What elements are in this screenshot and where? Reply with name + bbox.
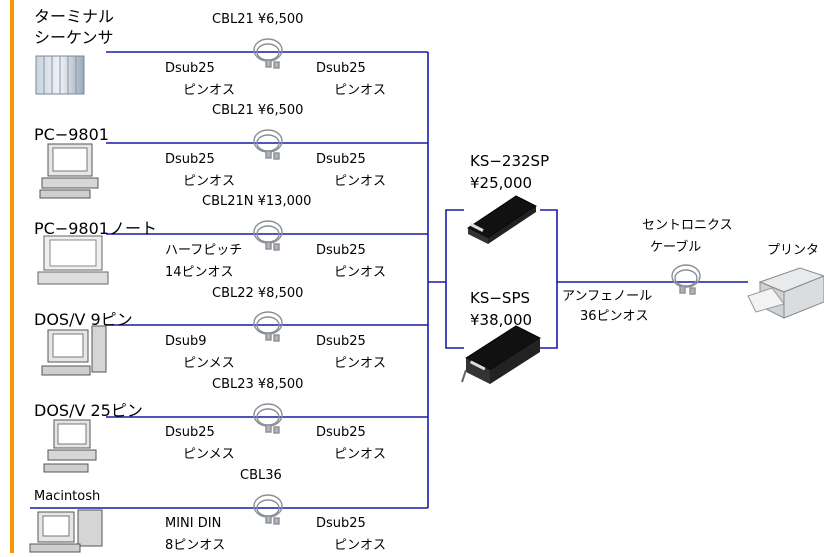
connector-line: Dsub25 [316, 243, 366, 258]
right-connector-label: Dsub25 ピンオス [316, 513, 386, 557]
connector-line: MINI DIN [165, 516, 222, 531]
centronics-cable-coil-icon [671, 264, 701, 295]
left-device-bracket [445, 209, 464, 349]
connector-line: 36ピンオス [580, 309, 649, 324]
connector-line: アンフェノール [562, 289, 653, 304]
notebook-pc-icon [37, 235, 109, 285]
printer-label: プリンタ [767, 243, 820, 258]
left-connector-label: Dsub25 ピンオス [165, 149, 235, 193]
serial-printer-server-icon [467, 195, 537, 244]
host-name: Macintosh [34, 489, 101, 504]
right-connector-label: Dsub25 ピンオス [316, 331, 386, 375]
cable-coil-icon [253, 129, 283, 160]
cable-label: CBL22 ¥8,500 [212, 286, 304, 301]
connector-line: ピンオス [334, 83, 387, 98]
output-connector-label: アンフェノール 36ピンオス [562, 287, 652, 327]
host-name: DOS/V 9ピン [34, 310, 133, 329]
connector-line: ピンオス [334, 174, 387, 189]
printer-server-icon [461, 325, 542, 384]
connector-line: ピンオス [183, 174, 236, 189]
connector-line: Dsub25 [316, 334, 366, 349]
right-connector-label: Dsub25 ピンオス [316, 240, 386, 284]
cable-coil-icon [253, 311, 283, 342]
host-name-line: ターミナル [34, 7, 115, 26]
left-connector-label: Dsub25 ピンメス [165, 422, 235, 466]
connector-line: ピンメス [183, 447, 235, 462]
device-name: KS−SPS [470, 289, 531, 307]
device-label: KS−232SP ¥25,000 [470, 150, 549, 194]
device-price: ¥38,000 [470, 311, 533, 329]
left-accent-bar [10, 0, 14, 553]
device-label: KS−SPS ¥38,000 [470, 287, 532, 331]
connector-line: Dsub25 [316, 61, 366, 76]
device-name: KS−232SP [470, 152, 550, 170]
right-connector-label: Dsub25 ピンオス [316, 149, 386, 193]
connector-line: ハーフピッチ [165, 243, 243, 258]
connector-line: ピンオス [334, 265, 387, 280]
desktop-pc-icon [39, 143, 99, 199]
cable-coil-icon [253, 494, 283, 525]
host-name: DOS/V 25ピン [34, 401, 143, 420]
connector-line: Dsub25 [316, 152, 366, 167]
desktop-pc-icon [43, 419, 97, 473]
left-connector-label: Dsub9 ピンメス [165, 331, 235, 375]
cable-label: CBL23 ¥8,500 [212, 377, 304, 392]
centronics-cable-label: セントロニクス ケーブル [642, 215, 733, 259]
connector-line: ピンオス [334, 356, 387, 371]
host-name: ターミナル シーケンサ [34, 6, 114, 48]
cable-label: CBL21 ¥6,500 [212, 12, 304, 27]
left-connector-label: MINI DIN 8ピンオス [165, 513, 225, 557]
connector-line: ピンオス [183, 83, 236, 98]
connector-line: Dsub9 [165, 334, 207, 349]
connector-line: ピンオス [334, 447, 387, 462]
connector-line: Dsub25 [165, 61, 215, 76]
connector-line: Dsub25 [165, 425, 215, 440]
cable-coil-icon [253, 38, 283, 69]
device-price: ¥25,000 [470, 174, 533, 192]
cable-label: CBL21N ¥13,000 [202, 194, 312, 209]
cable-label: CBL36 [240, 468, 282, 483]
macintosh-icon [29, 509, 103, 553]
tower-pc-icon [41, 325, 107, 376]
cable-label: CBL21 ¥6,500 [212, 103, 304, 118]
host-name-line: シーケンサ [34, 28, 114, 47]
right-device-bracket [540, 209, 558, 349]
right-connector-label: Dsub25 ピンオス [316, 58, 386, 102]
connector-line: Dsub25 [316, 425, 366, 440]
left-connector-label: ハーフピッチ 14ピンオス [165, 240, 242, 284]
connector-line: ピンメス [183, 356, 235, 371]
connector-line: 14ピンオス [165, 265, 234, 280]
host-name: PC−9801ノート [34, 219, 157, 238]
left-connector-label: Dsub25 ピンオス [165, 58, 235, 102]
cable-line: セントロニクス [642, 218, 733, 233]
host-name: PC−9801 [34, 125, 109, 144]
bus-lines [30, 51, 748, 509]
right-connector-label: Dsub25 ピンオス [316, 422, 386, 466]
printer-icon [747, 267, 824, 319]
connector-line: ピンオス [334, 538, 387, 553]
cable-coil-icon [253, 220, 283, 251]
connector-line: 8ピンオス [165, 538, 226, 553]
terminal-sequencer-icon [35, 55, 85, 95]
cable-coil-icon [253, 403, 283, 434]
connector-line: Dsub25 [316, 516, 366, 531]
cable-line: ケーブル [650, 240, 702, 255]
connector-line: Dsub25 [165, 152, 215, 167]
